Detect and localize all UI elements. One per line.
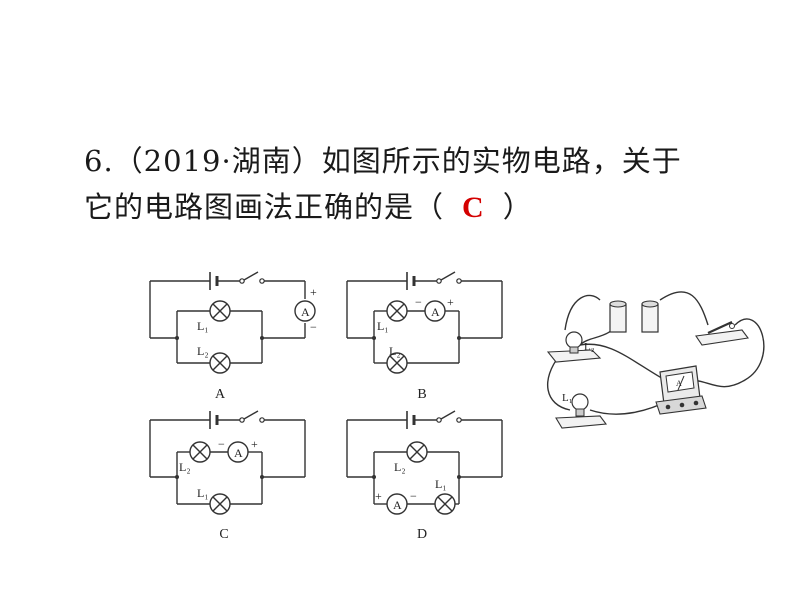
battery-icon — [609, 300, 659, 333]
ammeter-minus: − — [410, 489, 417, 503]
photo-label-l1: L₁ — [562, 392, 573, 404]
switch-icon — [695, 321, 749, 346]
lamp-l2-icon — [209, 352, 231, 374]
label-l1: L₁ — [435, 477, 447, 491]
ammeter-plus: + — [310, 285, 317, 299]
question-line-1: 6.（2019·湖南）如图所示的实物电路，关于 — [84, 144, 682, 178]
ammeter-minus: − — [218, 437, 225, 451]
lamp-l1-icon — [209, 493, 231, 515]
lamp-l2-icon — [406, 441, 428, 463]
question-line-2-prefix: 它的电路图画法正确的是（ — [84, 190, 445, 224]
photo-label-l2: L₂ — [584, 341, 595, 353]
lamp-l1-icon — [386, 300, 408, 322]
ammeter-plus: + — [447, 295, 454, 309]
option-letter: D — [417, 527, 427, 542]
bulb-l2-icon — [546, 331, 602, 363]
ammeter-plus: + — [375, 489, 382, 503]
ammeter-label: A — [431, 305, 440, 319]
circuit-option-d: A + − L₂ L₁ D — [345, 409, 504, 542]
option-letter: B — [417, 387, 426, 402]
label-l2: L₂ — [179, 460, 191, 474]
circuit-option-c: A + − L₂ L₁ C — [148, 409, 307, 542]
circuit-option-a: A + − L₁ L₂ A — [148, 270, 317, 402]
circuit-option-b: A + − L₁ L₂ B — [345, 270, 504, 402]
ammeter-label: A — [301, 305, 310, 319]
label-l1: L₁ — [197, 486, 209, 500]
photo-meter-label: A — [676, 379, 682, 388]
lamp-l1-icon — [434, 493, 456, 515]
ammeter-label: A — [393, 498, 402, 512]
bulb-l1-icon — [555, 393, 608, 429]
label-l2: L₂ — [394, 460, 406, 474]
ammeter-plus: + — [251, 437, 258, 451]
ammeter-minus: − — [415, 295, 422, 309]
physical-circuit-photo: L₂ L₁ A — [546, 291, 765, 429]
lamp-l2-icon — [189, 441, 211, 463]
question-line-2-suffix: ） — [502, 190, 533, 224]
ammeter-label: A — [234, 446, 243, 460]
ammeter-minus: − — [310, 320, 317, 334]
option-letter: C — [219, 527, 228, 542]
question-text: 6.（2019·湖南）如图所示的实物电路，关于 它的电路图画法正确的是（ C ） — [84, 138, 764, 231]
label-l2: L₂ — [197, 344, 209, 358]
label-l2: L₂ — [389, 344, 401, 358]
question-line-2: 它的电路图画法正确的是（ C ） — [84, 184, 764, 231]
label-l1: L₁ — [197, 319, 209, 333]
ammeter-device-icon — [655, 365, 707, 415]
option-letter: A — [215, 387, 226, 402]
label-l1: L₁ — [377, 319, 389, 333]
lamp-l1-icon — [209, 300, 231, 322]
answer-letter: C — [462, 191, 485, 224]
